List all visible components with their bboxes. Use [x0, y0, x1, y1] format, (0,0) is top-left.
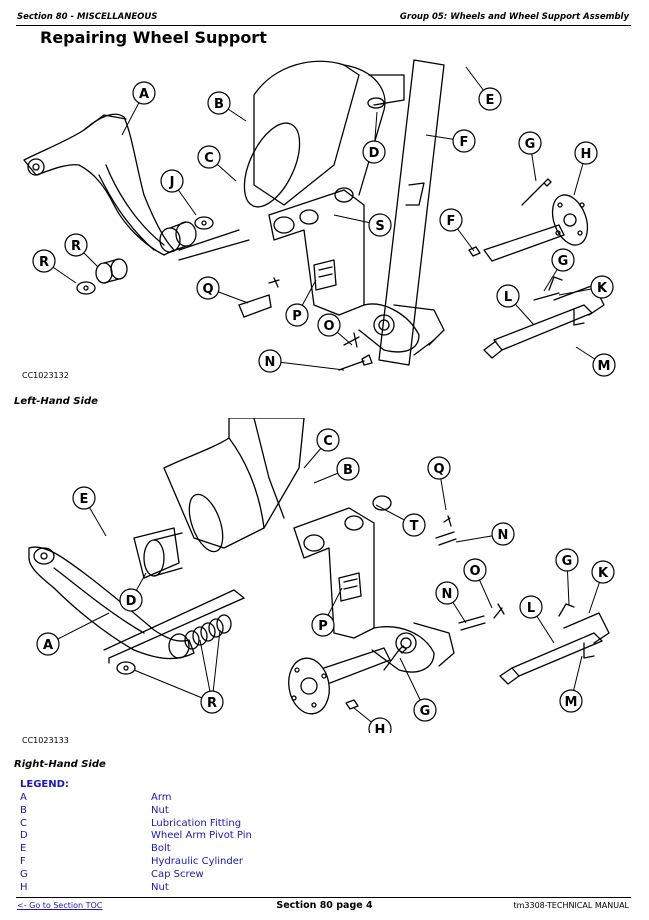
legend-value: Lubrication Fitting — [151, 817, 242, 829]
callout-label: N — [265, 355, 276, 370]
legend-value: Nut — [151, 804, 169, 816]
callout-label: E — [80, 492, 89, 507]
callout-label: C — [323, 434, 333, 449]
callout-label: N — [442, 587, 453, 602]
callout-label: L — [504, 290, 512, 305]
right-hand-side-diagram: C B Q E T N D G O K N L P A R G H M — [28, 418, 615, 733]
manual-name: tm3308-TECHNICAL MANUAL — [513, 901, 629, 910]
legend-key: H — [20, 881, 28, 893]
legend-item: A Arm — [20, 792, 380, 805]
legend-item: G Cap Screw — [20, 869, 380, 882]
page-number: Section 80 page 4 — [276, 900, 373, 911]
callout-label: N — [498, 528, 509, 543]
group-header: Group 05: Wheels and Wheel Support Assem… — [399, 12, 629, 22]
callout-label: G — [558, 254, 569, 269]
callout-label: C — [204, 151, 214, 166]
callout-label: D — [126, 594, 137, 609]
figure-caption-left: Left-Hand Side — [14, 396, 98, 407]
legend-item: D Wheel Arm Pivot Pin — [20, 830, 380, 843]
callout-label: B — [214, 97, 224, 112]
callout-label: K — [598, 566, 609, 581]
legend-key: E — [20, 843, 27, 855]
figure-code: CC1023133 — [22, 736, 69, 745]
legend-value: Hydraulic Cylinder — [151, 855, 244, 867]
legend-item: C Lubrication Fitting — [20, 818, 380, 831]
legend-item: E Bolt — [20, 843, 380, 856]
legend-value: Cap Screw — [151, 868, 204, 880]
callout-label: E — [486, 93, 495, 108]
legend-key: C — [20, 817, 27, 829]
page-title: Repairing Wheel Support — [40, 28, 267, 47]
legend-key: A — [20, 792, 27, 803]
legend-key: F — [20, 855, 26, 867]
legend-list: A Arm B Nut C Lubrication Fitting D Wheel Ar… — [20, 792, 380, 894]
callout-label: A — [43, 638, 53, 653]
callout-label: P — [292, 309, 302, 324]
legend-key: G — [20, 868, 28, 880]
callout-label: Q — [433, 462, 444, 477]
callout-label: B — [343, 463, 353, 478]
legend-key: D — [20, 830, 28, 842]
legend-key: B — [20, 804, 27, 816]
legend-title: LEGEND: — [20, 779, 69, 790]
left-hand-side-diagram: A B C D E F G H J R S F R G K L Q P O N … — [23, 59, 616, 377]
callout-label: R — [71, 239, 81, 254]
callout-label: D — [369, 146, 380, 161]
callout-label: M — [598, 359, 611, 374]
callout-label: F — [447, 214, 456, 229]
callout-label: P — [318, 619, 328, 634]
callout-label: M — [565, 695, 578, 710]
callout-label: L — [527, 601, 535, 616]
callout-label: Q — [202, 282, 213, 297]
header-divider — [16, 25, 631, 26]
legend-value: Bolt — [151, 843, 171, 855]
callout-label: G — [420, 704, 431, 719]
legend-value: Wheel Arm Pivot Pin — [151, 830, 252, 842]
footer-divider — [16, 897, 631, 898]
callout-label: R — [207, 696, 217, 711]
legend-value: Nut — [151, 881, 169, 893]
callout-label: T — [410, 519, 419, 534]
figure-code: CC1023132 — [22, 371, 69, 380]
callout-label: H — [375, 723, 386, 733]
legend-item: F Hydraulic Cylinder — [20, 856, 380, 869]
callout-label: O — [469, 564, 480, 579]
callout-label: K — [597, 281, 608, 296]
callout-label: G — [562, 554, 573, 569]
section-header: Section 80 - MISCELLANEOUS — [17, 12, 158, 22]
callout-label: S — [375, 219, 384, 234]
callout-label: H — [581, 147, 592, 162]
callout-label: G — [525, 137, 536, 152]
callout-label: A — [139, 87, 149, 102]
callout-label: R — [39, 255, 49, 270]
callout-label: F — [460, 135, 469, 150]
figure-caption-right: Right-Hand Side — [14, 759, 106, 770]
legend-item: B Nut — [20, 805, 380, 818]
callout-label: J — [169, 175, 175, 190]
callout-label: O — [323, 319, 334, 334]
legend-value: Arm — [151, 792, 172, 803]
legend-item: H Nut — [20, 882, 380, 895]
toc-link[interactable]: <- Go to Section TOC — [17, 901, 103, 910]
